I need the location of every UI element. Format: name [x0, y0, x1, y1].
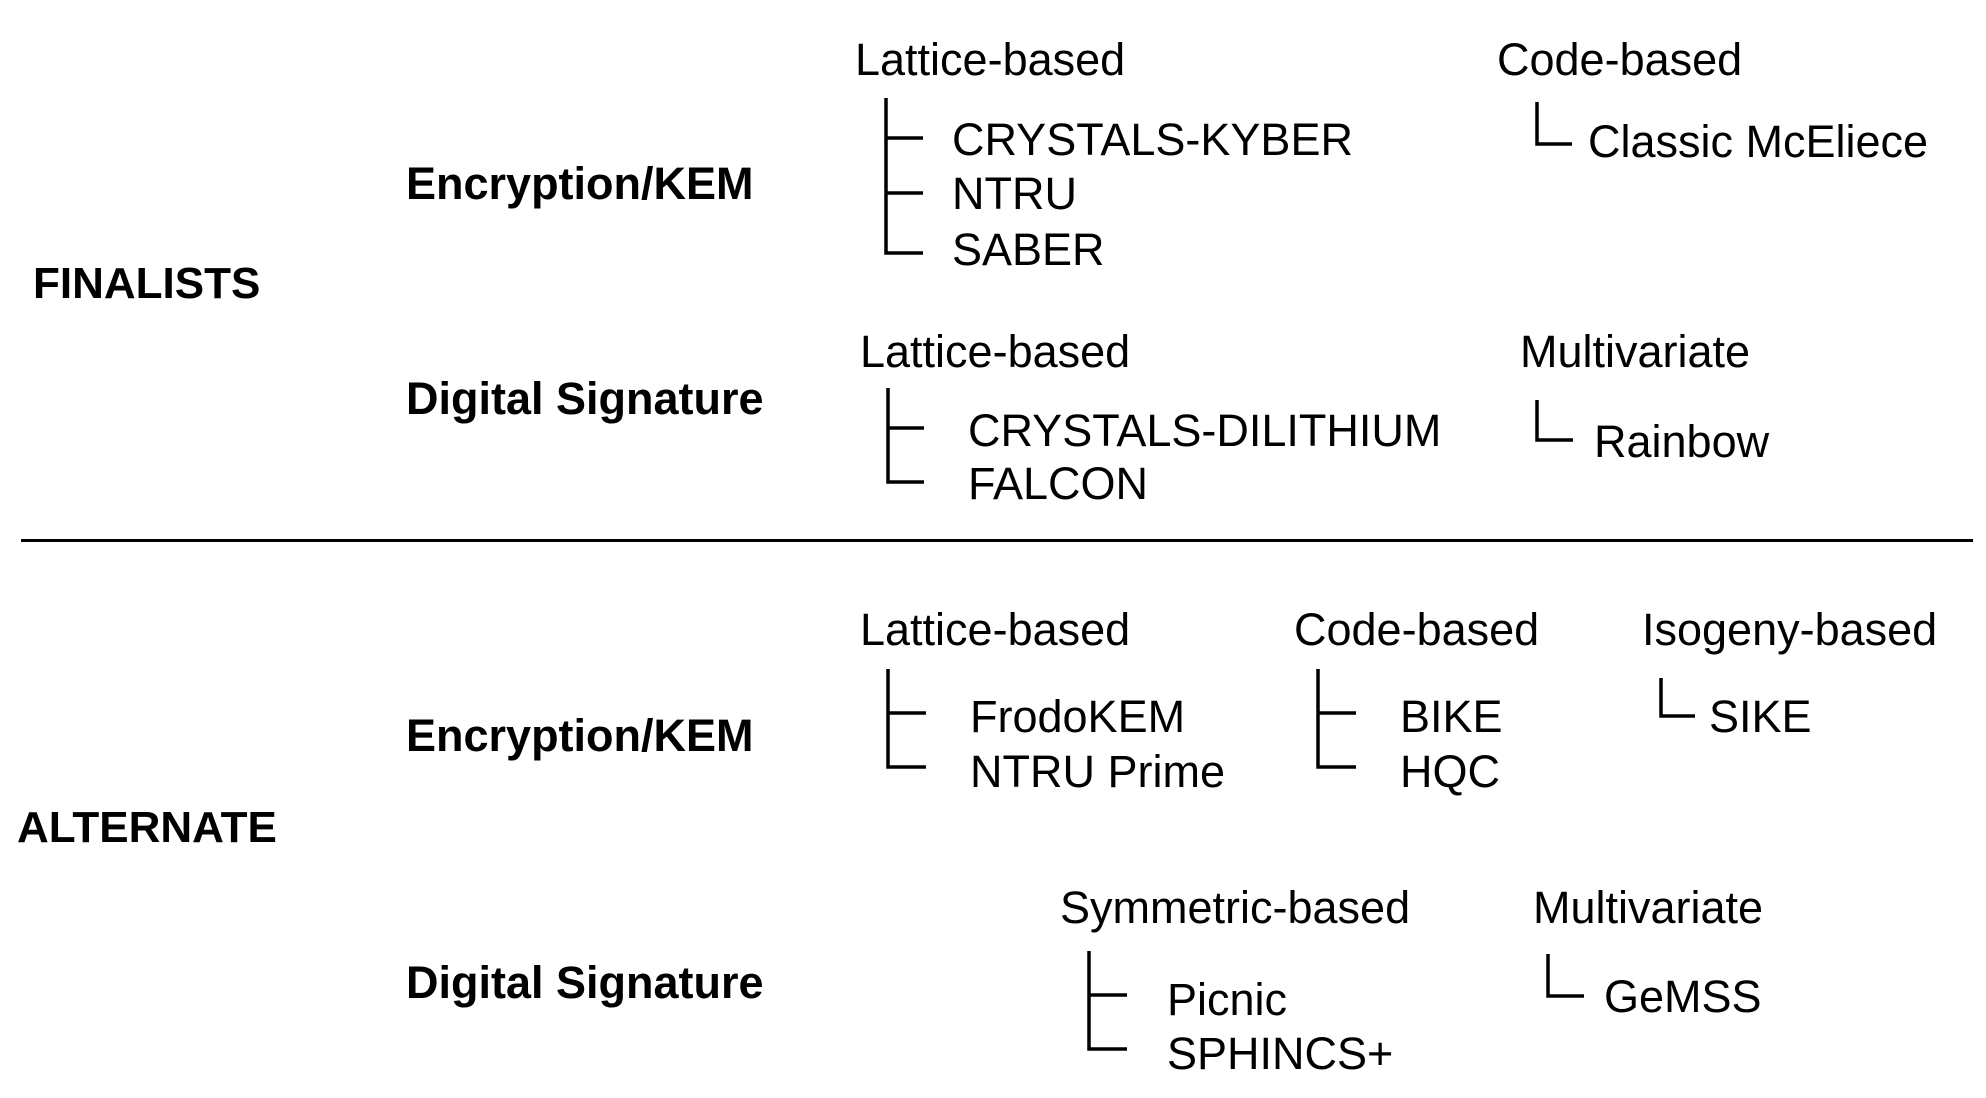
algorithm-item: Classic McEliece: [1588, 116, 1929, 167]
section-divider: [21, 539, 1973, 542]
family-label-finalists-enc-code: Code-based: [1497, 34, 1743, 85]
tree-bracket: [1535, 102, 1572, 146]
algorithm-item: FrodoKEM: [970, 691, 1186, 742]
category-label-alternate-signature: Digital Signature: [406, 957, 764, 1008]
section-label-finalists: FINALISTS: [33, 259, 261, 308]
algorithm-item: SPHINCS+: [1167, 1028, 1394, 1079]
category-label-finalists-signature: Digital Signature: [406, 373, 764, 424]
algorithm-item: NTRU: [952, 168, 1077, 219]
algorithm-item: Picnic: [1167, 974, 1288, 1025]
algorithm-item: Rainbow: [1594, 416, 1770, 467]
category-label-finalists-encryption: Encryption/KEM: [406, 158, 754, 209]
section-label-alternate: ALTERNATE: [17, 803, 277, 852]
tree-bracket: [886, 388, 924, 484]
algorithm-item: FALCON: [968, 458, 1149, 509]
tree-bracket: [1316, 669, 1356, 769]
algorithm-item: CRYSTALS-DILITHIUM: [968, 405, 1442, 456]
algorithm-item: HQC: [1400, 746, 1500, 797]
algorithm-item: SIKE: [1709, 691, 1812, 742]
family-label-alternate-enc-isogeny: Isogeny-based: [1642, 604, 1938, 655]
family-label-finalists-sig-multivariate: Multivariate: [1520, 326, 1751, 377]
category-label-alternate-encryption: Encryption/KEM: [406, 710, 754, 761]
algorithm-item: SABER: [952, 224, 1105, 275]
family-label-alternate-sig-multivariate: Multivariate: [1533, 882, 1764, 933]
family-label-alternate-enc-lattice: Lattice-based: [860, 604, 1131, 655]
tree-bracket: [1659, 678, 1695, 718]
family-label-alternate-enc-code: Code-based: [1294, 604, 1540, 655]
tree-bracket: [1546, 954, 1584, 998]
family-label-finalists-enc-lattice: Lattice-based: [855, 34, 1126, 85]
algorithm-item: BIKE: [1400, 691, 1503, 742]
algorithm-item: CRYSTALS-KYBER: [952, 114, 1353, 165]
family-label-finalists-sig-lattice: Lattice-based: [860, 326, 1131, 377]
tree-bracket: [886, 669, 926, 769]
tree-bracket: [1087, 951, 1127, 1051]
tree-bracket: [884, 98, 923, 255]
algorithm-item: GeMSS: [1604, 971, 1762, 1022]
algorithm-item: NTRU Prime: [970, 746, 1225, 797]
family-label-alternate-sig-symmetric: Symmetric-based: [1060, 882, 1411, 933]
tree-bracket: [1535, 400, 1573, 442]
